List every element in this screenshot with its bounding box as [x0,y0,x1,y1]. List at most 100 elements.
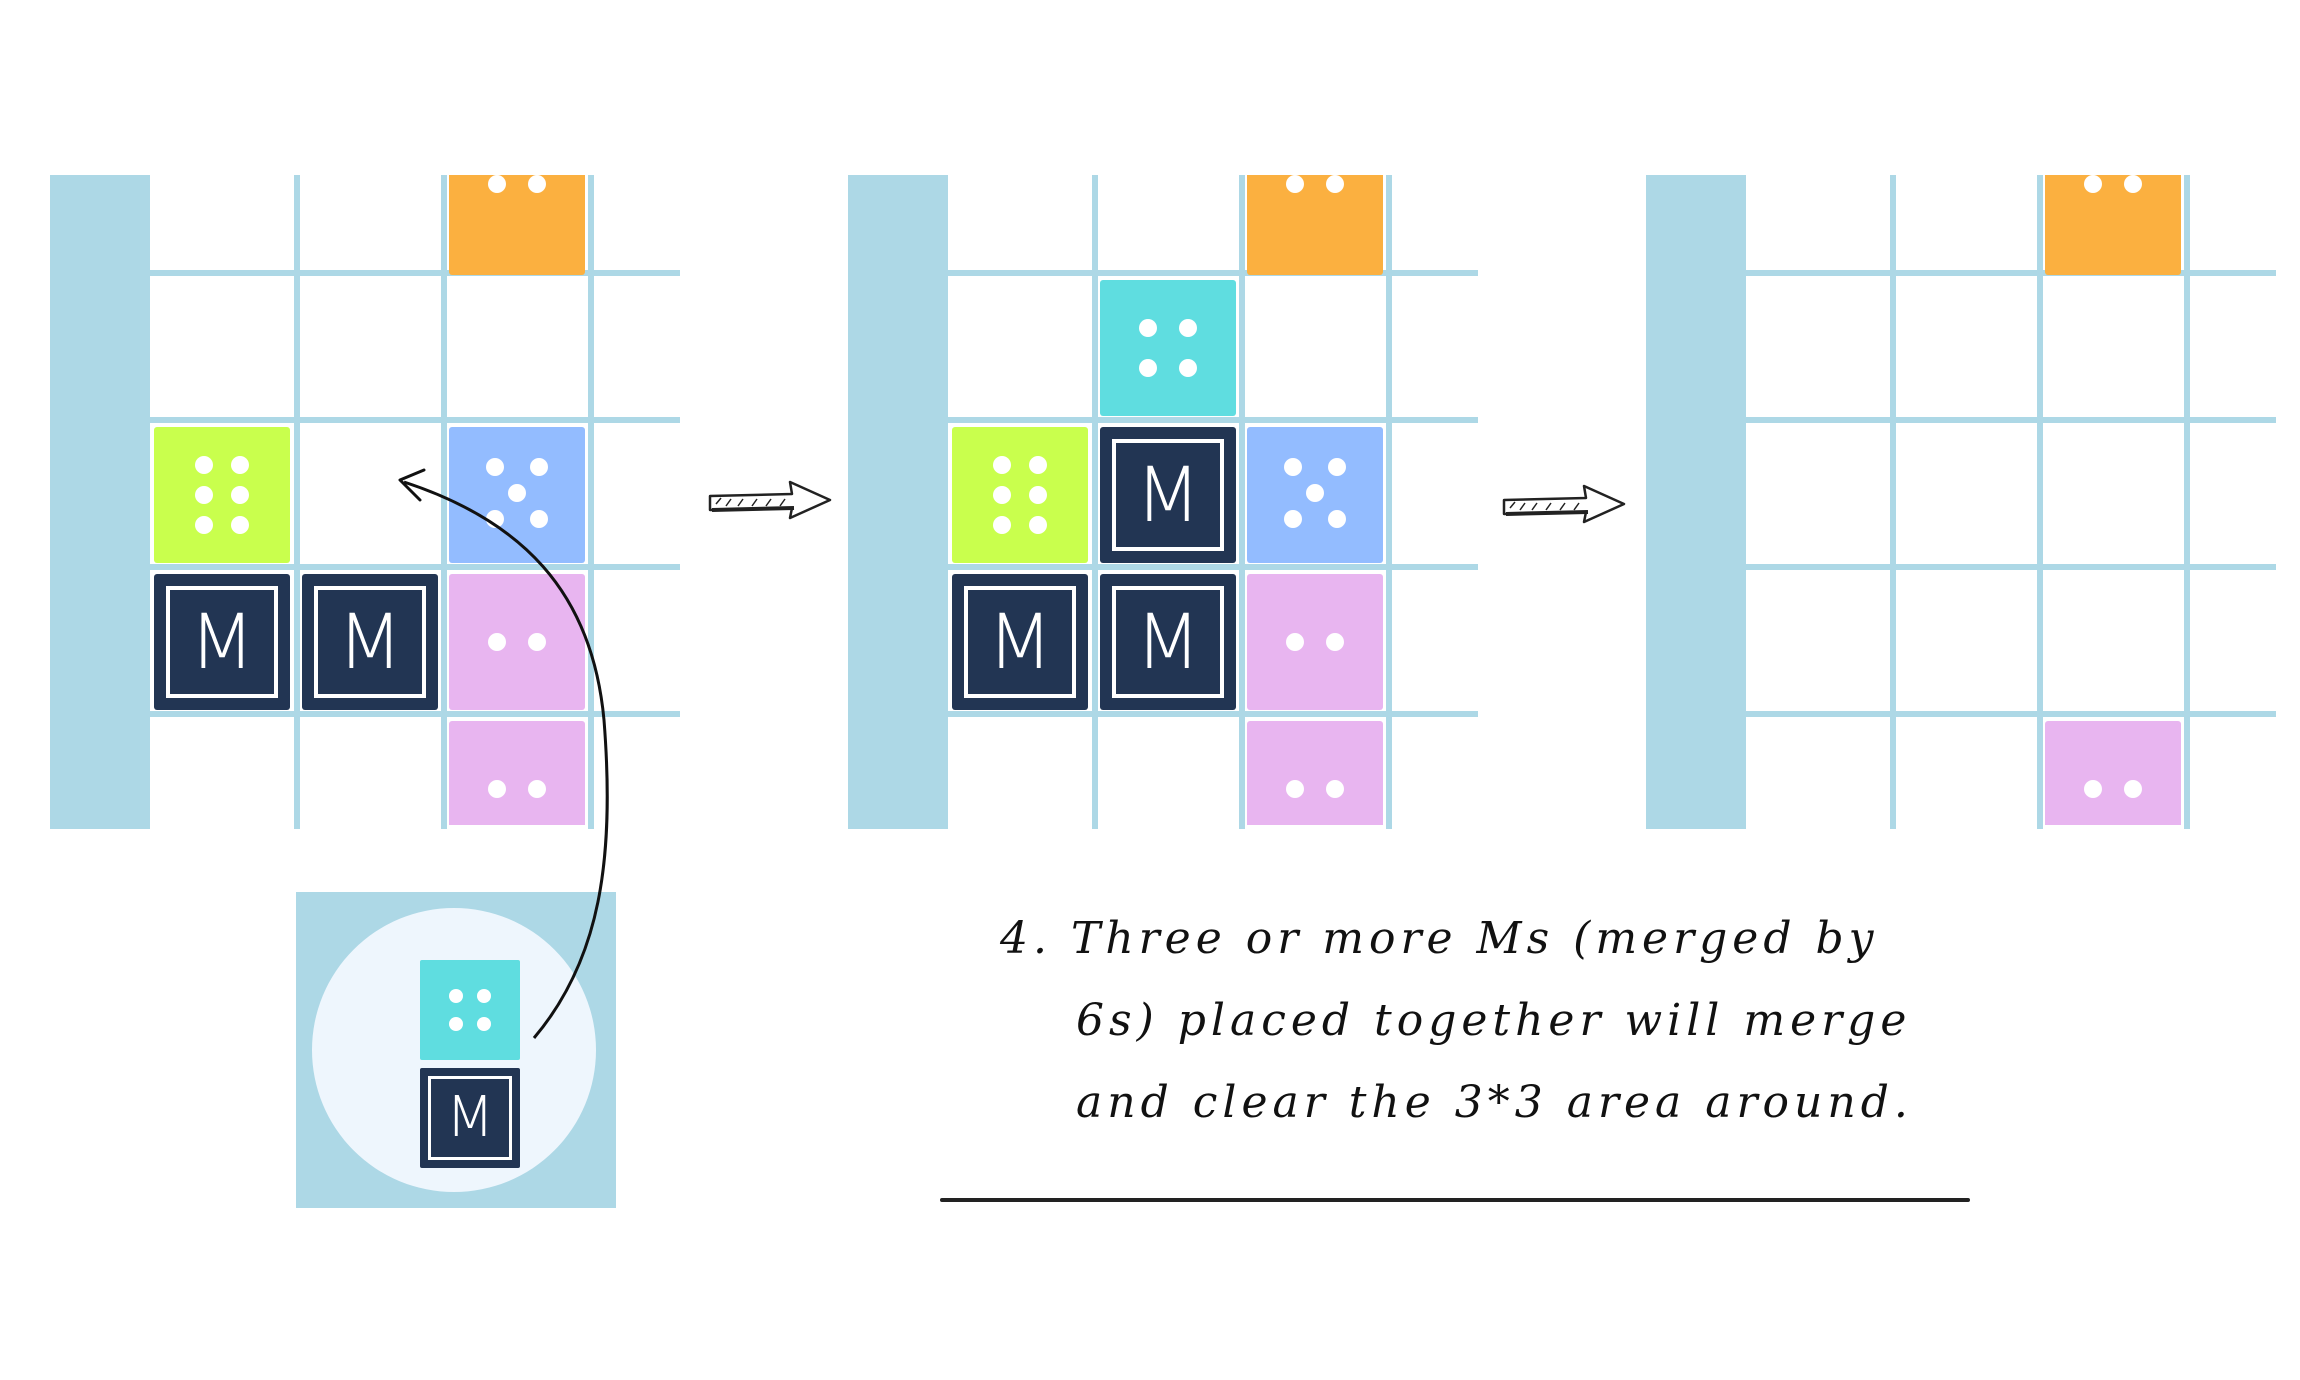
pip [508,152,526,170]
pip [1326,633,1344,651]
pink-tile-2-pips [1247,721,1383,825]
orange-tile-3-pips [449,152,585,275]
pip [993,456,1011,474]
instruction-caption: 4. Three or more Ms (merged by 6s) place… [1000,898,1980,1144]
next-piece-tray[interactable]: M [296,892,616,1208]
pip [1139,359,1157,377]
grid-line [150,417,680,423]
pip [528,175,546,193]
m-tile-frame: M [1112,586,1224,698]
grid-line [2037,175,2043,829]
orange-tile-3-pips [1247,152,1383,275]
grid-line [1386,175,1392,829]
pip [993,516,1011,534]
pip [530,510,548,528]
pink-tile-2-pips [2045,721,2181,825]
pip [1326,780,1344,798]
pip [2104,152,2122,170]
m-tile-label: M [189,597,255,686]
pip [2124,780,2142,798]
pip [1286,633,1304,651]
hand-drawn-right-arrow-icon [708,480,832,520]
pip [195,486,213,504]
pip [2084,780,2102,798]
grid-line [2184,175,2190,829]
m-tile: M [154,574,290,710]
grid-line [150,711,680,717]
caption-line: and clear the 3*3 area around. [1076,1077,1913,1128]
pip [231,456,249,474]
pip [1328,510,1346,528]
next-piece-tile-cyan[interactable] [420,960,520,1060]
grid-line [1746,417,2276,423]
m-tile-label: M [445,1085,495,1150]
pip [1286,175,1304,193]
next-piece-tile-m[interactable]: M [420,1068,520,1168]
blue-tile-5-pips [1247,427,1383,563]
pip [1029,486,1047,504]
grid-line [948,417,1478,423]
caption-line: 4. Three or more Ms (merged by [1000,913,1879,964]
grid-line [948,270,1478,276]
pip [508,484,526,502]
m-tile-frame: M [1112,439,1224,551]
lime-tile-6-pips [952,427,1088,563]
pip [1029,516,1047,534]
board-wall [1646,175,1746,829]
pip [231,486,249,504]
pip [528,633,546,651]
pip [1328,458,1346,476]
pip [488,175,506,193]
m-tile-label: M [987,597,1053,686]
pip [449,1017,463,1031]
pip [1284,458,1302,476]
grid-line [1239,175,1245,829]
pip [1286,780,1304,798]
pip [477,1017,491,1031]
pip [449,989,463,1003]
pip [1139,319,1157,337]
m-tile-frame: M [964,586,1076,698]
m-tile: M [302,574,438,710]
grid-line [948,564,1478,570]
pip [488,780,506,798]
m-tile-frame: M [314,586,426,698]
grid-line [948,711,1478,717]
pip [486,510,504,528]
pip [477,989,491,1003]
m-tile-frame: M [166,586,278,698]
blue-tile-5-pips [449,427,585,563]
lime-tile-6-pips [154,427,290,563]
pip [993,486,1011,504]
m-tile-label: M [1135,597,1201,686]
grid-line [1092,175,1098,829]
m-tile-frame: M [428,1076,512,1160]
pip [1284,510,1302,528]
m-tile-label: M [337,597,403,686]
pip [195,516,213,534]
pink-tile-2-pips [449,574,585,710]
pip [195,456,213,474]
pip [1179,319,1197,337]
next-piece-circle: M [312,908,596,1192]
caption-line: 6s) placed together will merge [1076,995,1912,1046]
m-tile-label: M [1135,450,1201,539]
board-after-clear [1646,152,2276,829]
pip [1179,359,1197,377]
grid-line [294,175,300,829]
m-tile: M [1100,427,1236,563]
board-wall [848,175,948,829]
grid-line [1746,564,2276,570]
grid-line [1746,711,2276,717]
pip [1029,456,1047,474]
pip [1326,175,1344,193]
pip [488,633,506,651]
pip [2084,175,2102,193]
hand-drawn-right-arrow-icon [1502,484,1626,524]
grid-line [150,564,680,570]
pink-tile-2-pips [449,721,585,825]
grid-line [1746,270,2276,276]
board-wall [50,175,150,829]
